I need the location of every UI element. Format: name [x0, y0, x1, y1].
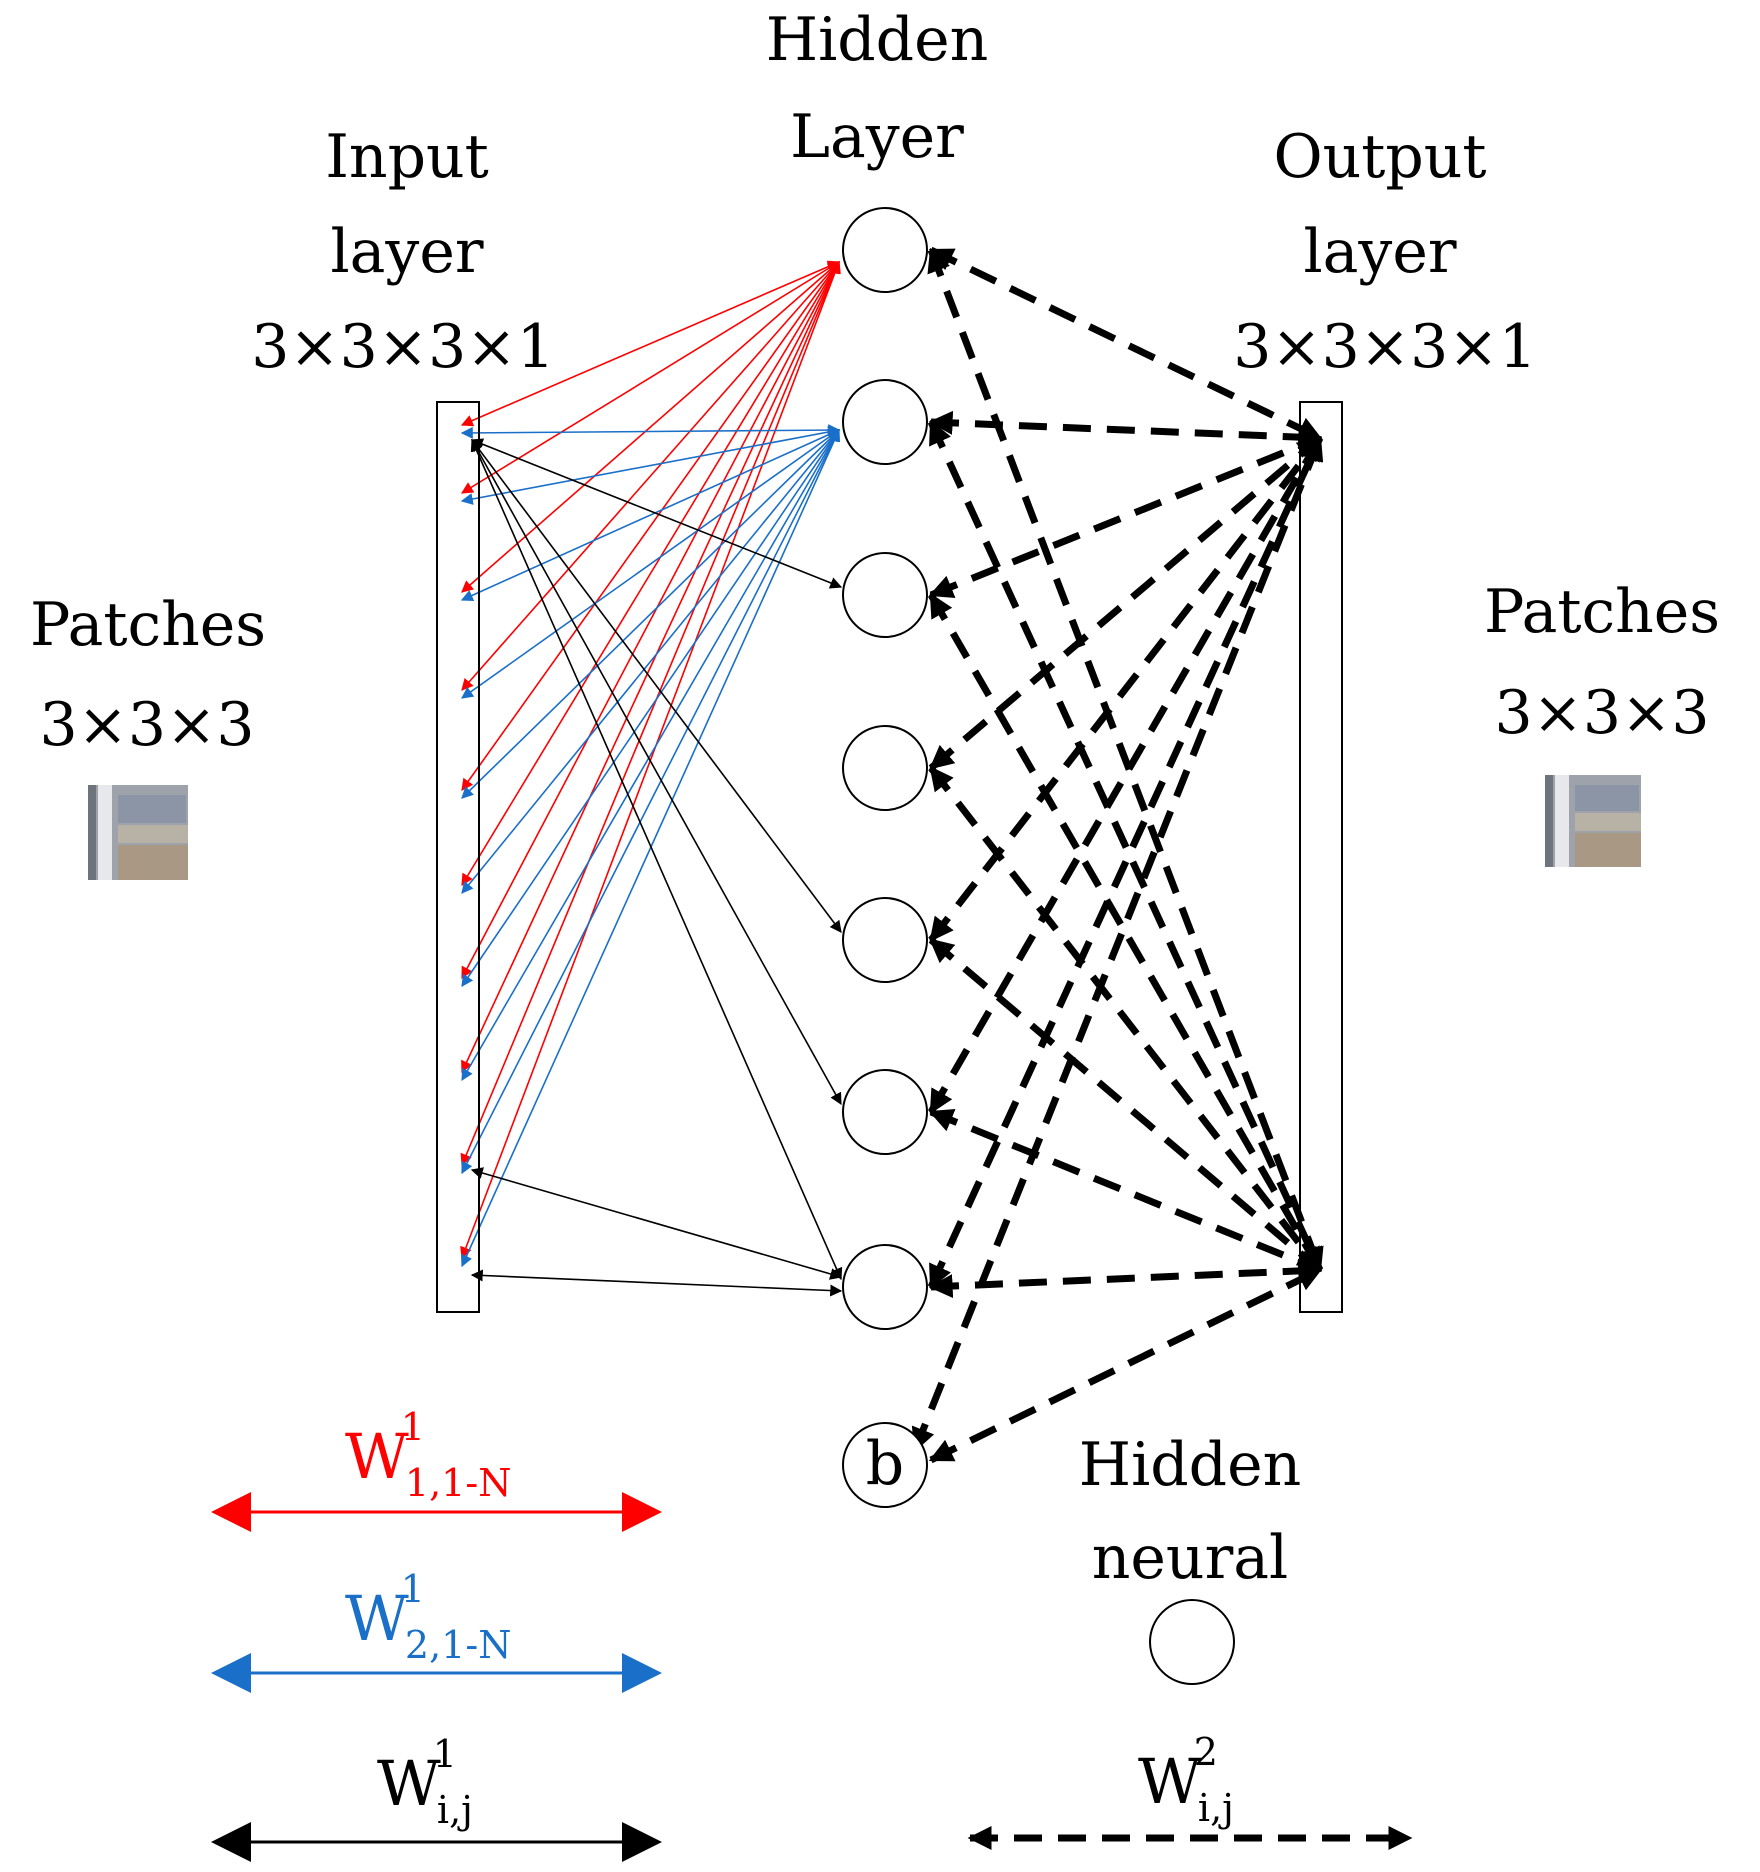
hidden-node-4 [842, 725, 928, 811]
hidden-node-7 [842, 1244, 928, 1330]
legend-blue: W1 2,1-N [211, 1567, 662, 1693]
red-edge-9 [460, 260, 841, 1167]
dashed-edge-top-2 [928, 410, 1323, 450]
blue-edge-6 [461, 429, 840, 894]
red-edge-8 [461, 260, 840, 1074]
legend-dashed-sub: i,j [1198, 1786, 1234, 1830]
legend-dashed: Hidden neural W2 i,j [967, 1430, 1413, 1850]
legend-blue-sup: 1 [401, 1567, 425, 1611]
patches-left-label: Patches [30, 590, 266, 660]
hidden-output-connections [911, 246, 1324, 1464]
blue-edge-5 [461, 429, 840, 799]
black-edge-low-2 [470, 1269, 843, 1297]
dashed-edge-bottom-1 [927, 247, 1324, 1273]
dashed-edge-bias-bottom [928, 1266, 1323, 1464]
legend-black: W1 i,j [211, 1732, 662, 1862]
hidden-layer-title-line1: Hidden [766, 5, 988, 75]
svg-text:W11,1-N: W1 1,1-N [345, 1405, 511, 1505]
output-layer-title-line2: layer [1303, 217, 1456, 287]
legend-black-sub: i,j [437, 1788, 473, 1832]
input-layer-title-line1: Input [325, 122, 489, 192]
legend-red: W1 1,1-N [211, 1405, 662, 1532]
blue-weight-connections [460, 424, 841, 1268]
hidden-node-1 [842, 207, 928, 293]
hidden-layer-title-line2: Layer [790, 102, 964, 172]
legend-black-base: W [377, 1747, 441, 1820]
blue-edge-8 [461, 428, 840, 1082]
input-hidden-connections [470, 438, 843, 1297]
legend-black-sup: 1 [433, 1732, 457, 1776]
hidden-node-3 [842, 552, 928, 638]
black-edge-low-1 [470, 1167, 843, 1280]
dashed-edge-top-4 [928, 435, 1323, 771]
legend-red-sub: 1,1-N [405, 1461, 512, 1505]
hidden-neural-legend-node [1149, 1599, 1235, 1685]
legend-dashed-base: W [1138, 1745, 1202, 1818]
bias-node [842, 1422, 928, 1508]
blue-edge-10 [460, 428, 841, 1268]
legend-blue-base: W [345, 1582, 409, 1655]
black-edge-top-7 [470, 438, 843, 1281]
svg-text:W1i,j: W1 i,j [377, 1732, 473, 1832]
patches-left-dims: 3×3×3 [39, 690, 254, 760]
legend-red-sup: 1 [401, 1405, 425, 1449]
legend-blue-sub: 2,1-N [405, 1623, 512, 1667]
input-layer-dims: 3×3×3×1 [251, 312, 555, 382]
patches-right-dims: 3×3×3 [1494, 678, 1709, 748]
hidden-nodes [842, 207, 928, 1330]
output-layer-bar [1299, 401, 1343, 1313]
bias-node-label: b [866, 1429, 904, 1499]
input-layer-bar [436, 401, 480, 1313]
input-layer-title-line2: layer [330, 217, 483, 287]
dashed-edge-top-6 [927, 435, 1324, 1115]
dashed-edge-bottom-5 [928, 937, 1323, 1273]
patches-right-label: Patches [1484, 577, 1720, 647]
output-layer-title-line1: Output [1273, 122, 1486, 192]
legend-red-base: W [345, 1420, 409, 1493]
blue-edge-1 [460, 424, 841, 439]
black-edge-top-6 [471, 438, 842, 1106]
hidden-node-2 [842, 379, 928, 465]
hidden-node-6 [842, 1069, 928, 1155]
patch-image-right [1545, 775, 1641, 867]
hidden-neural-line2: neural [1092, 1523, 1288, 1593]
patch-image-left [88, 785, 188, 880]
dashed-edge-bottom-3 [927, 592, 1324, 1273]
hidden-node-5 [842, 897, 928, 983]
output-layer-dims: 3×3×3×1 [1233, 312, 1537, 382]
legend-dashed-sup: 2 [1194, 1730, 1218, 1774]
svg-text:W12,1-N: W1 2,1-N [345, 1567, 511, 1667]
svg-text:W2i,j: W2 i,j [1138, 1730, 1234, 1830]
blue-edge-7 [461, 429, 840, 987]
hidden-neural-line1: Hidden [1079, 1430, 1301, 1500]
blue-edge-2 [460, 426, 841, 505]
